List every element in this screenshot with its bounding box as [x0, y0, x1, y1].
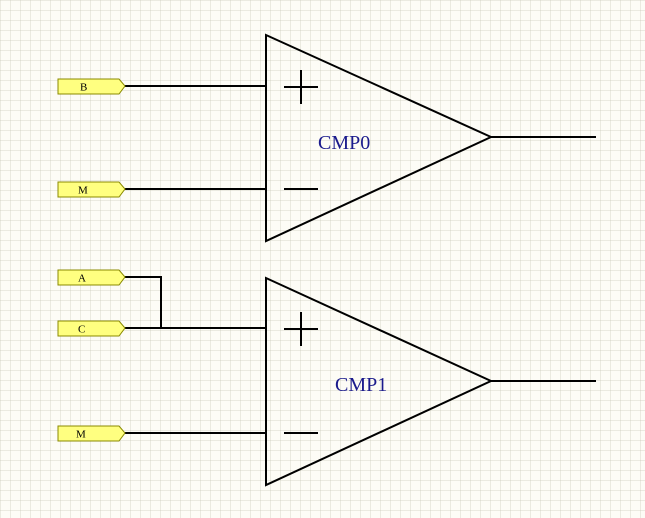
wire-a-junction: [125, 276, 162, 328]
comparator-cmp1[interactable]: CMP1: [265, 276, 494, 487]
port-b[interactable]: B: [57, 78, 126, 95]
port-m-cmp0[interactable]: M: [57, 181, 126, 198]
port-c[interactable]: C: [57, 320, 126, 337]
cmp1-label: CMP1: [335, 374, 387, 396]
port-m-cmp0-label: M: [78, 185, 88, 197]
cmp1-plus-sign: [284, 312, 318, 346]
cmp0-plus-sign: [284, 70, 318, 104]
cmp1-triangle: [265, 276, 494, 487]
cmp0-label: CMP0: [318, 132, 370, 154]
port-m-cmp1[interactable]: M: [57, 425, 126, 442]
port-a[interactable]: A: [57, 269, 126, 286]
comparator-cmp0[interactable]: CMP0: [265, 33, 494, 243]
port-m-cmp1-label: M: [76, 429, 86, 441]
port-b-label: B: [80, 82, 87, 94]
cmp0-triangle: [265, 33, 494, 243]
port-c-label: C: [78, 324, 85, 336]
port-a-label: A: [78, 273, 86, 285]
